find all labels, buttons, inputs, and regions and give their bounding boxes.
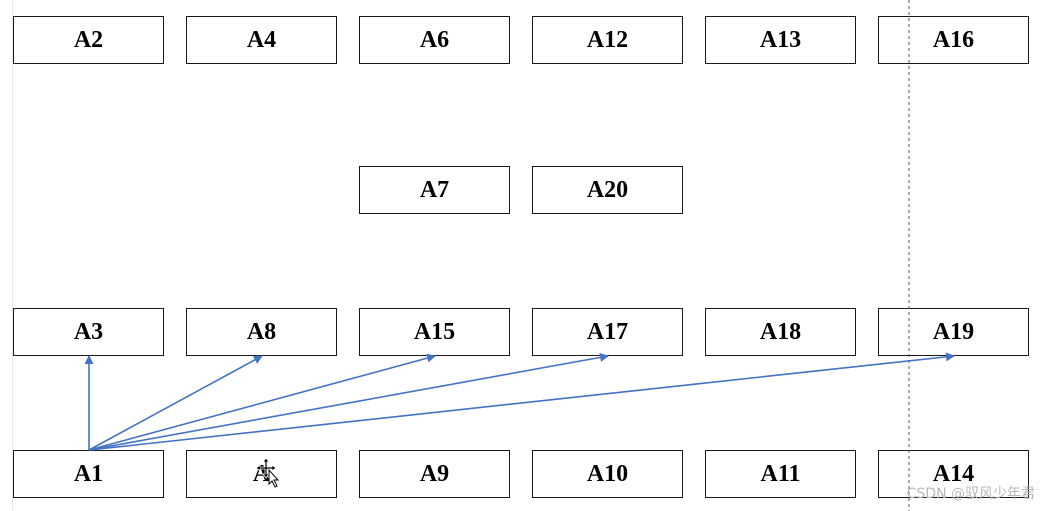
- arrow-a1-to-a8: [88, 355, 263, 451]
- node-a4: A4: [186, 16, 337, 64]
- node-a20: A20: [532, 166, 683, 214]
- node-a6: A6: [359, 16, 510, 64]
- move-cursor-icon: [255, 457, 280, 488]
- node-a13: A13: [705, 16, 856, 64]
- node-a18: A18: [705, 308, 856, 356]
- node-a11: A11: [705, 450, 856, 498]
- node-a16: A16: [878, 16, 1029, 64]
- node-a10: A10: [532, 450, 683, 498]
- arrow-a1-to-a19: [88, 352, 955, 451]
- node-a7: A7: [359, 166, 510, 214]
- node-a9: A9: [359, 450, 510, 498]
- node-a2: A2: [13, 16, 164, 64]
- left-rule: [12, 0, 13, 511]
- node-a14: A14: [878, 450, 1029, 498]
- node-a3: A3: [13, 308, 164, 356]
- arrow-a1-to-a15: [88, 353, 436, 451]
- node-a19: A19: [878, 308, 1029, 356]
- watermark: CSDN @驭风少年君: [906, 486, 1035, 502]
- node-a1[interactable]: A1: [13, 450, 164, 498]
- node-a5[interactable]: A: [186, 450, 337, 498]
- node-a15: A15: [359, 308, 510, 356]
- node-a12: A12: [532, 16, 683, 64]
- arrow-a1-to-a17: [88, 352, 609, 451]
- node-a17: A17: [532, 308, 683, 356]
